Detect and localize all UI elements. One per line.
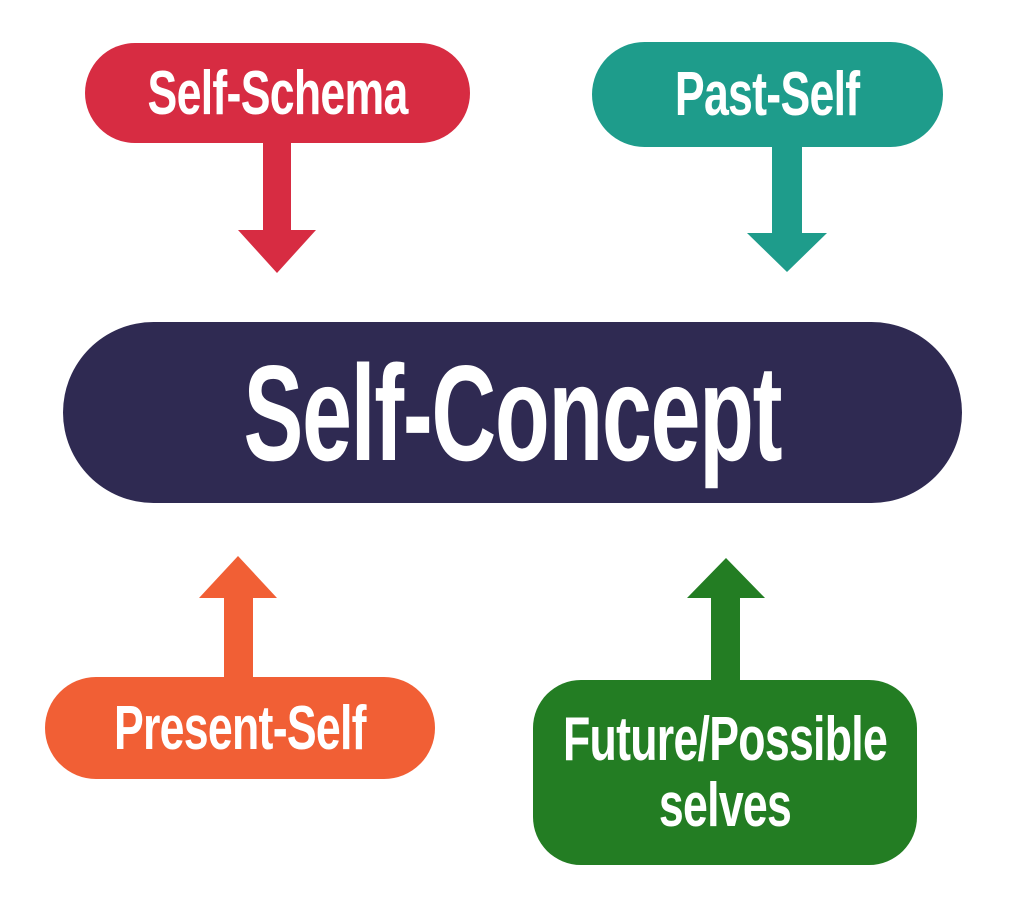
past-self-arrow-down-icon [747,233,827,272]
self-schema-arrow-down-icon [238,230,316,273]
present-self-pill: Present-Self [45,677,435,779]
present-self-arrow-stem [224,597,253,678]
future-selves-label-line2: selves [658,770,792,840]
self-concept-pill: Self-Concept [63,322,962,503]
present-self-arrow-up-icon [199,556,277,598]
future-selves-arrow-stem [711,596,740,681]
past-self-arrow-stem [772,145,802,234]
future-selves-label-line1: Future/Possible [562,704,888,774]
past-self-label: Past-Self [675,60,860,129]
self-schema-arrow-stem [263,142,291,231]
past-self-pill: Past-Self [592,42,943,147]
future-selves-box: Future/Possible selves [533,680,917,865]
present-self-label: Present-Self [114,693,367,763]
self-schema-label: Self-Schema [147,58,408,128]
future-selves-arrow-up-icon [687,558,765,598]
self-schema-pill: Self-Schema [85,43,470,143]
self-concept-label: Self-Concept [243,336,783,489]
future-selves-label: Future/Possible selves [562,704,888,840]
